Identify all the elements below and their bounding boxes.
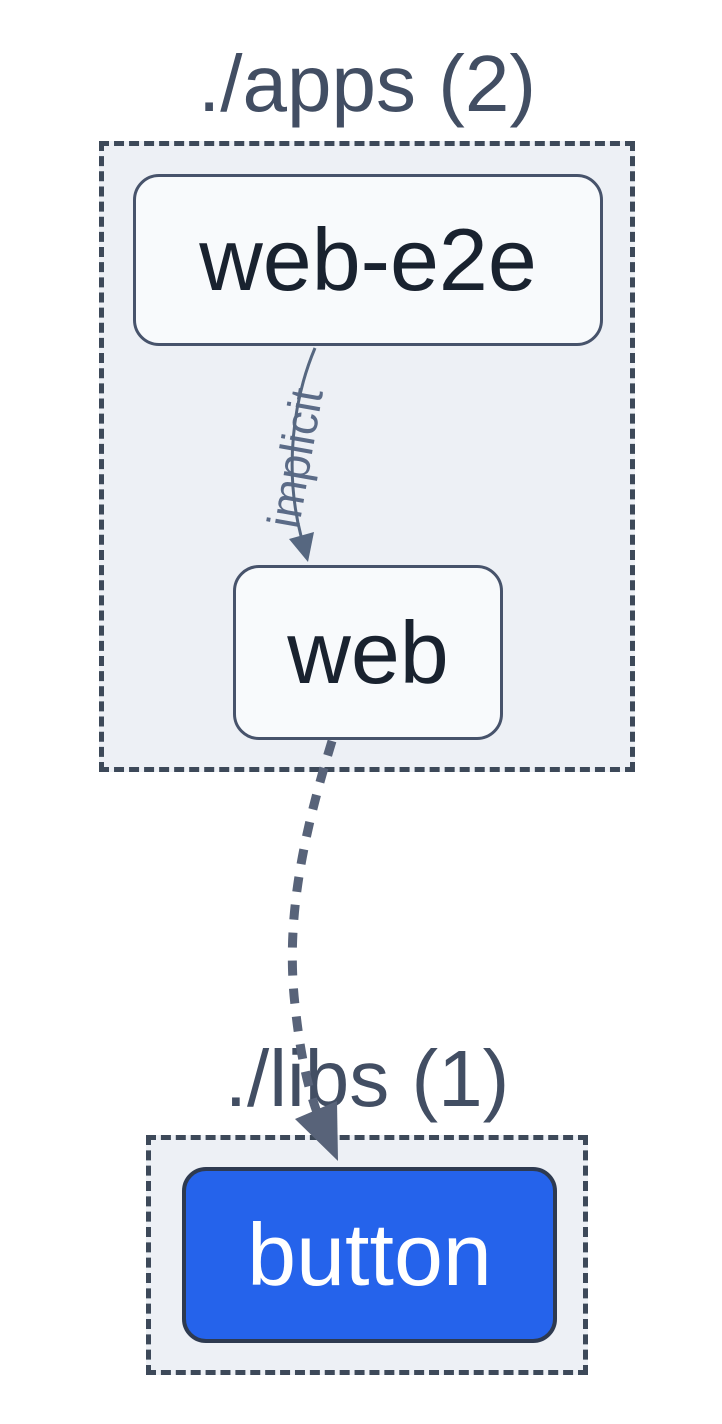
cluster-apps-label: ./apps (2) — [198, 39, 536, 128]
cluster-libs-label: ./libs (1) — [224, 1034, 510, 1123]
node-web-e2e[interactable]: web-e2e — [133, 174, 603, 346]
node-button[interactable]: button — [182, 1167, 557, 1343]
node-web[interactable]: web — [233, 565, 503, 740]
